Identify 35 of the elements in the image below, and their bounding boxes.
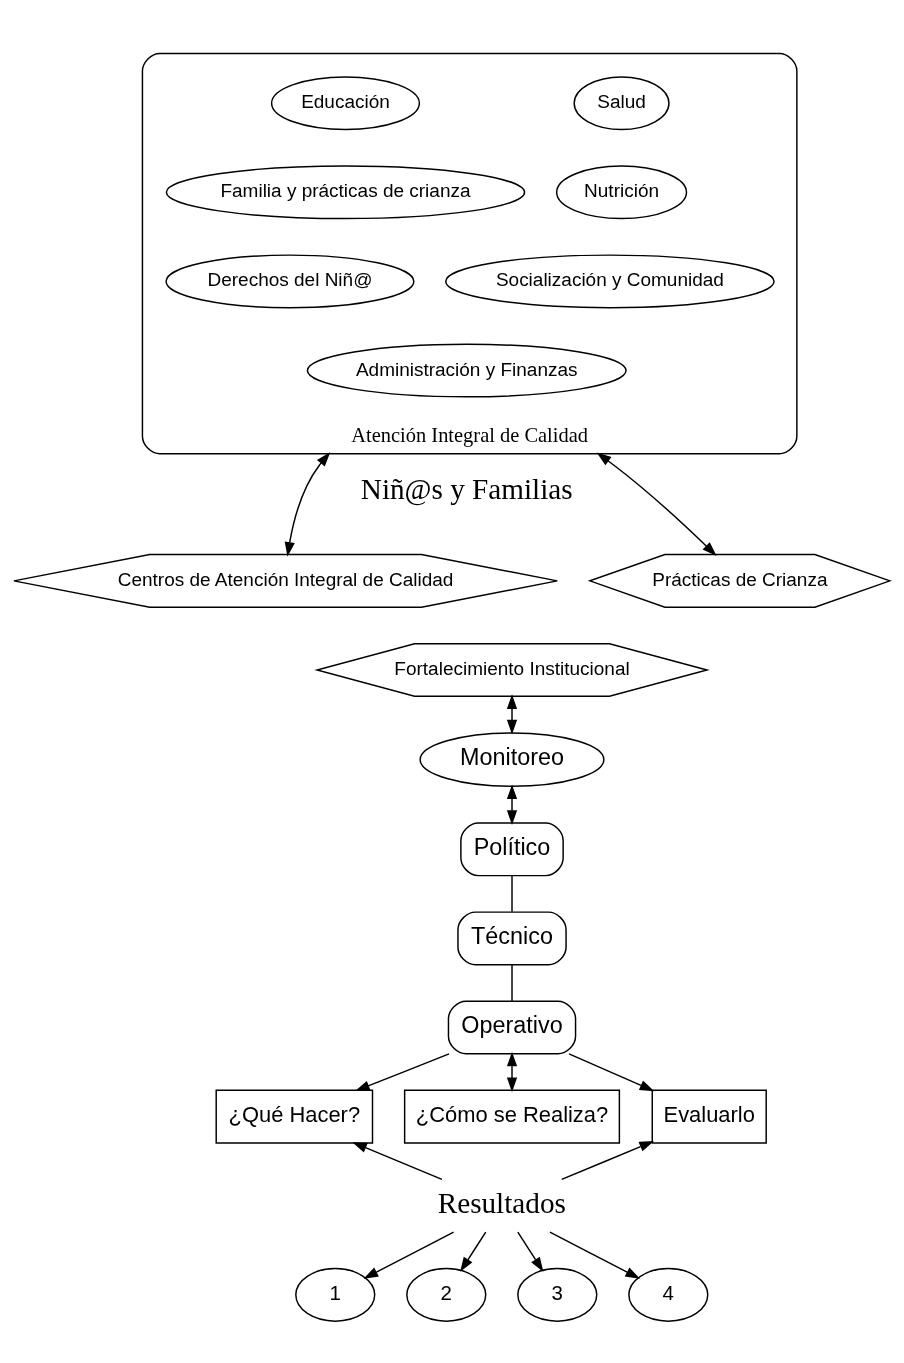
node-ellipse: Familia y prácticas de crianza (165, 165, 526, 220)
node-ellipse: Nutrición (555, 165, 688, 220)
arrow (352, 1142, 443, 1181)
arrow (549, 1231, 640, 1279)
arrow (460, 1231, 487, 1272)
connector (511, 875, 513, 913)
arrow (506, 784, 518, 825)
arrow (506, 694, 518, 735)
node-ellipse: 3 (517, 1267, 598, 1322)
node-ellipse: Derechos del Niñ@ (165, 254, 415, 309)
node-ellipse: Salud (573, 76, 670, 131)
connector (511, 964, 513, 1002)
arrow (517, 1231, 544, 1272)
node-box: ¿Cómo se Realiza? (403, 1089, 621, 1144)
arrow (561, 1141, 655, 1181)
arrow (355, 1053, 450, 1092)
node-box: Evaluarlo (651, 1089, 767, 1144)
label: Niñ@s y Familias (360, 473, 573, 506)
arrow (506, 1051, 518, 1093)
node-ellipse: 1 (295, 1267, 376, 1322)
node-text: Resultados (437, 1187, 566, 1220)
node-ellipse: Socialización y Comunidad (445, 254, 775, 309)
arrow (596, 452, 717, 557)
node-box: Operativo (447, 1000, 577, 1055)
node-ellipse: 2 (406, 1267, 487, 1322)
node-box: Político (460, 822, 564, 877)
arrow (363, 1231, 455, 1279)
node-box: ¿Qué Hacer? (215, 1089, 374, 1144)
node-ellipse: Administración y Finanzas (306, 343, 627, 398)
node-ellipse: Educación (270, 76, 421, 131)
node-box: Técnico (457, 911, 567, 966)
arrow (284, 452, 331, 557)
node-ellipse: Monitoreo (419, 732, 605, 788)
arrow (568, 1053, 655, 1092)
node-ellipse: 4 (628, 1267, 709, 1322)
